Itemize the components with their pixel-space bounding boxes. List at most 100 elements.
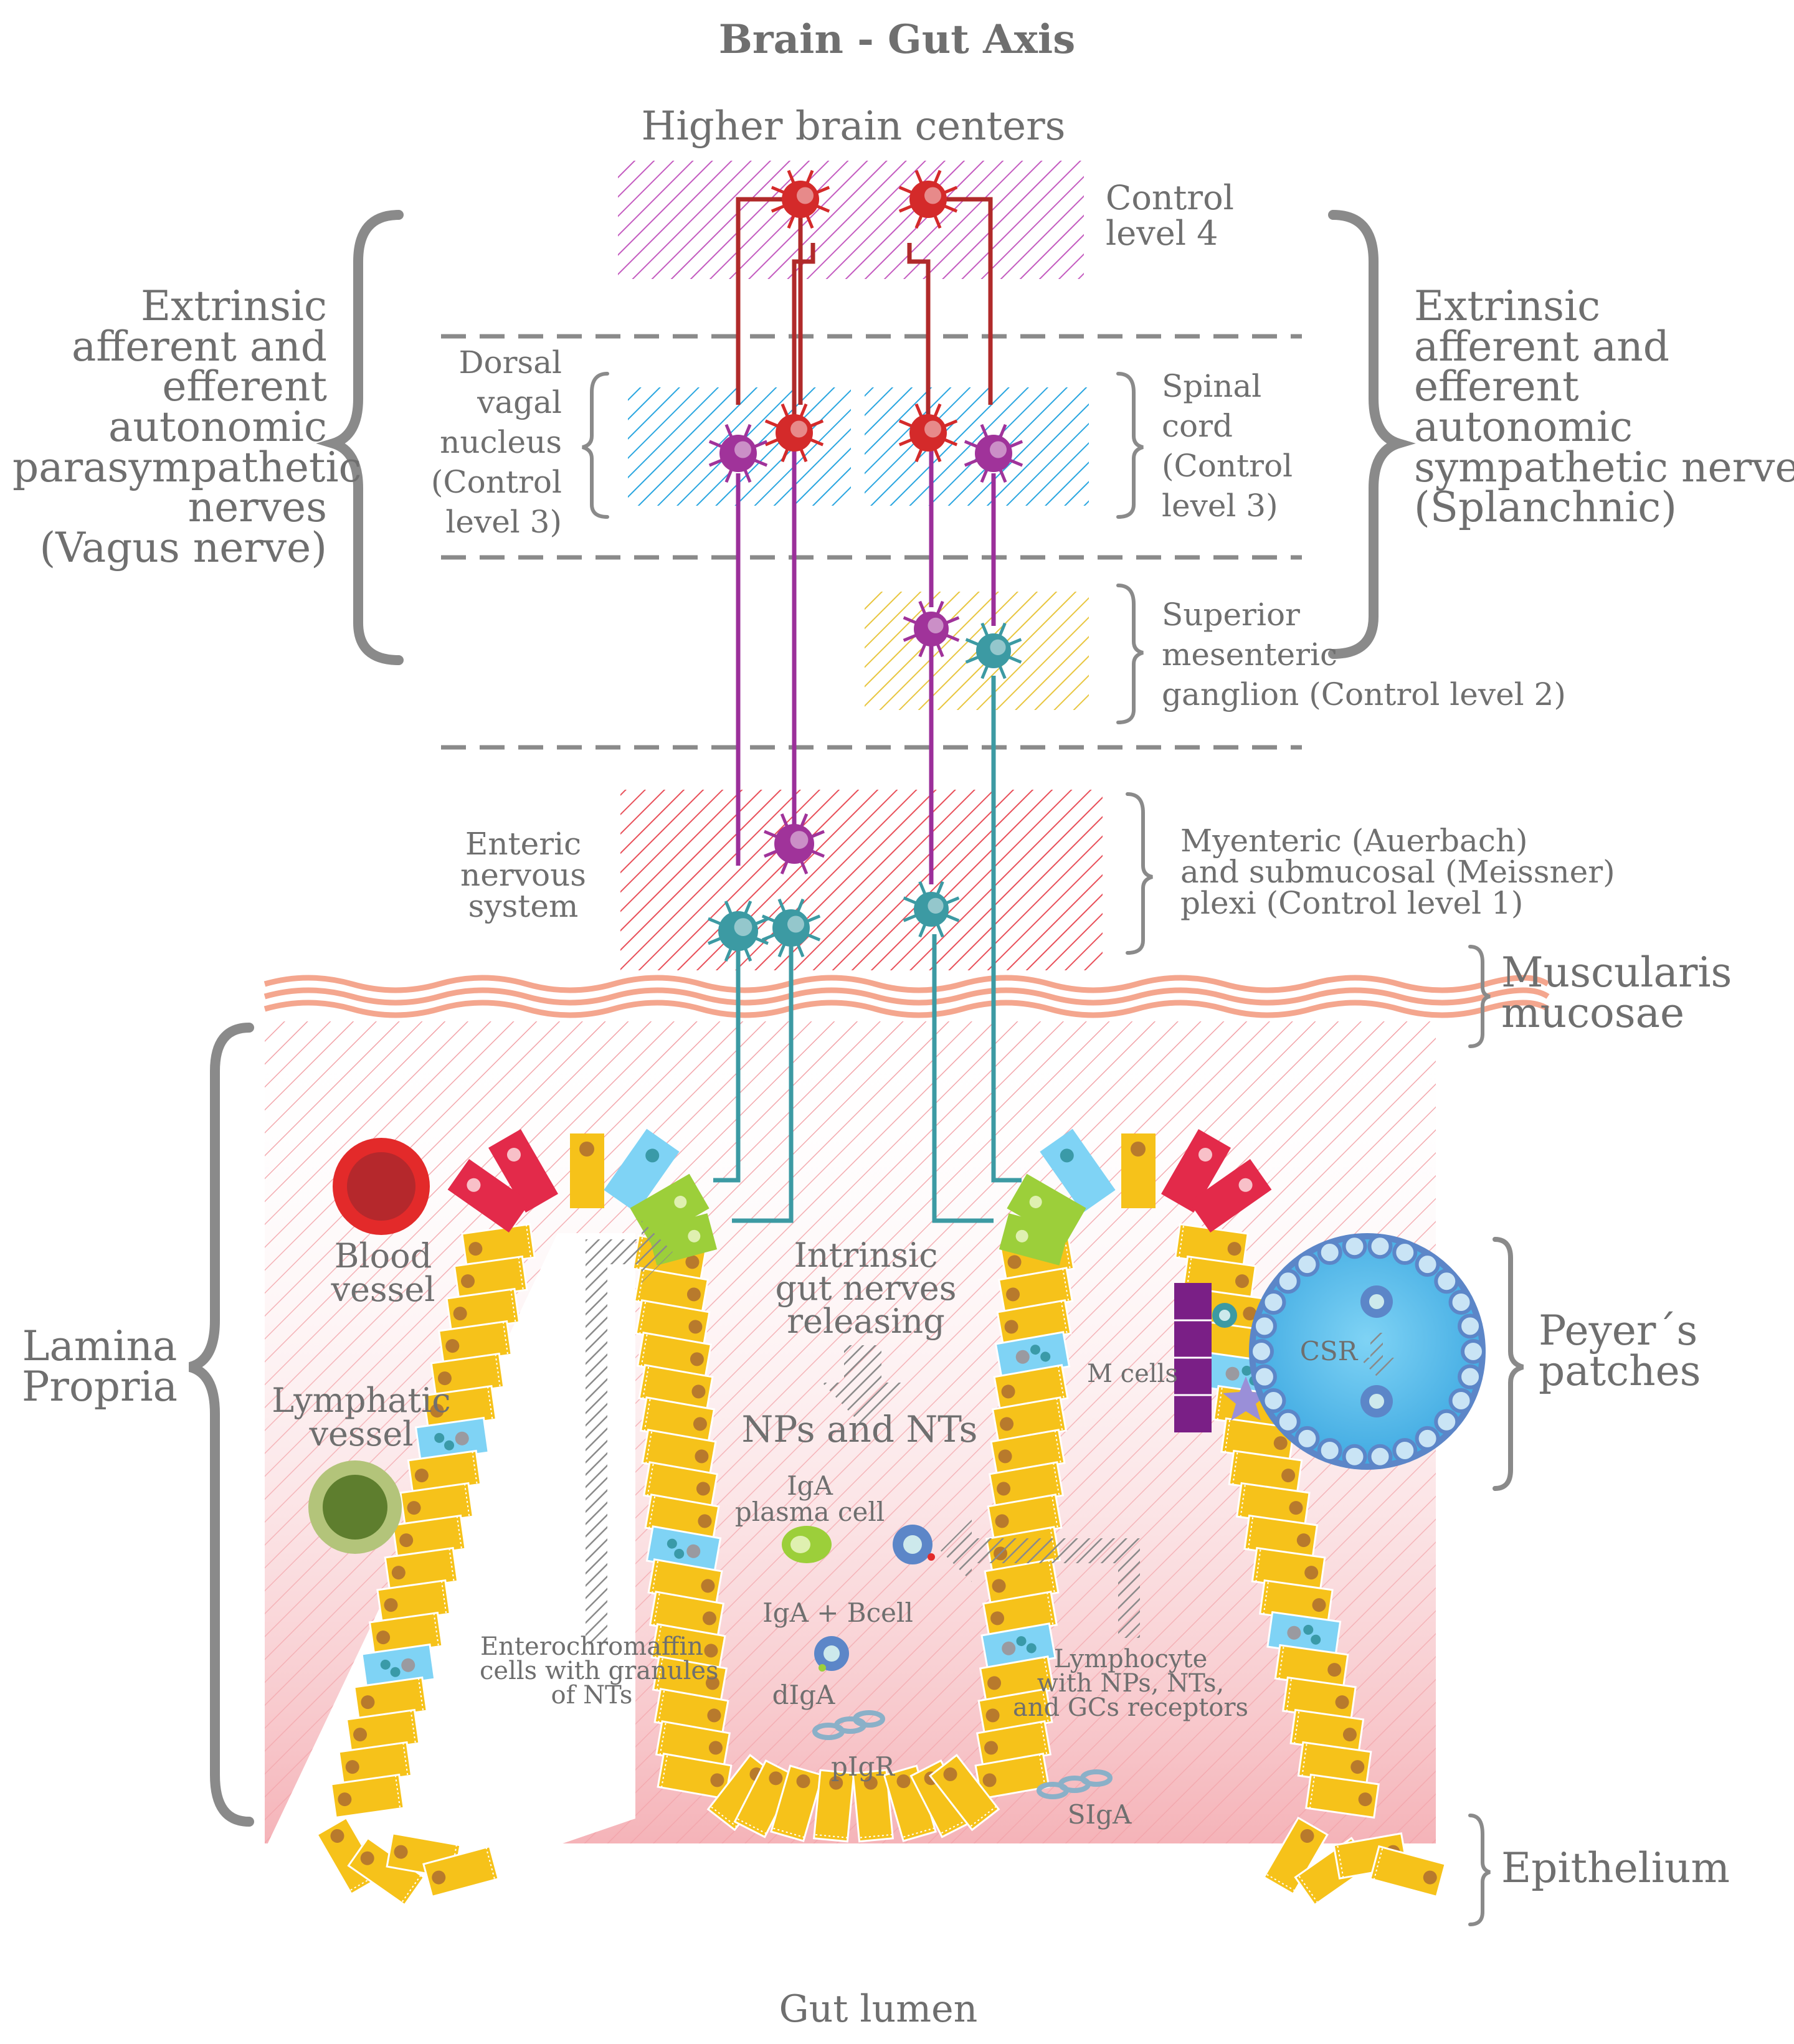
muscularis-mucosae	[263, 975, 1550, 1018]
plexi-line-3: plexi (Control level 1)	[1180, 885, 1524, 921]
lamina-propria-label: Lamina Propria	[12, 1326, 187, 1407]
purple-neuron	[764, 813, 825, 874]
epithelial-cell	[770, 1764, 824, 1842]
peyers-follicle-cell	[1434, 1269, 1459, 1294]
spinal-line-4: level 3)	[1162, 488, 1278, 524]
enterochromaffin-line-3: of NTs	[551, 1681, 633, 1710]
right-extrinsic-line-5: sympathetic nerves	[1414, 443, 1794, 491]
nps-nts-label: NPs and NTs	[741, 1408, 978, 1450]
right-extrinsic-line-4: autonomic	[1414, 403, 1633, 452]
control4-line-1: Control	[1106, 178, 1234, 217]
epithelium-label: Epithelium	[1501, 1844, 1730, 1892]
spinal-brace	[1116, 372, 1144, 519]
peyers-follicle-cell	[1392, 1437, 1418, 1463]
peyers-follicle-cell	[1342, 1444, 1367, 1469]
epithelial-cell	[422, 1845, 500, 1898]
intrinsic-line-2: gut nerves	[775, 1268, 957, 1308]
peyers-follicle-cell	[1367, 1234, 1393, 1259]
lymphatic-vessel-label: Lymphatic vessel	[268, 1384, 455, 1451]
left-extrinsic-line-3: efferent	[162, 362, 327, 411]
plexi-line-2: and submucosal (Meissner)	[1180, 854, 1615, 890]
muscularis-label: Muscularis mucosae	[1501, 949, 1732, 1037]
neurons	[708, 169, 1023, 962]
mesenteric-line-3: ganglion (Control level 2)	[1162, 676, 1566, 712]
purple-neuron	[903, 600, 960, 658]
left-extrinsic-line-1: Extrinsic	[140, 282, 327, 330]
right-extrinsic-line-3: efferent	[1414, 362, 1579, 411]
enteric-line-1: Enteric	[465, 826, 582, 862]
epithelial-cell	[1228, 1449, 1303, 1495]
epithelial-cell	[384, 1546, 459, 1592]
lymphocyte-label: Lymphocyte with NPs, NTs, and GCs recept…	[1009, 1647, 1252, 1721]
csr-label: CSR	[1299, 1336, 1358, 1366]
peyers-follicle-cell	[1317, 1240, 1342, 1266]
nps-nts-arrow	[822, 1345, 903, 1426]
left-extrinsic-brace	[316, 210, 404, 665]
control-level-4-box	[618, 161, 1084, 279]
peyers-follicle-cell	[1261, 1388, 1286, 1414]
lymphocyte-line-2: with NPs, NTs,	[1037, 1669, 1225, 1698]
lymphatic-line-2: vessel	[309, 1414, 414, 1454]
peyers-follicle-cell	[1392, 1240, 1418, 1266]
enterochromaffin-label: Enterochromaffin cells with granules of …	[480, 1632, 719, 1710]
peyers-follicle-cell	[1275, 1269, 1301, 1294]
lymphocyte-arrow	[941, 1520, 1140, 1638]
peyers-follicle-cell	[1251, 1313, 1277, 1339]
lymphatic-line-1: Lymphatic	[272, 1381, 451, 1420]
spinal-line-3: (Control	[1162, 448, 1293, 484]
m-cells	[1174, 1283, 1269, 1432]
right-extrinsic-label: Extrinsic afferent and efferent autonomi…	[1414, 286, 1794, 528]
red-neuron	[898, 403, 958, 463]
higher-brain-label: Higher brain centers	[641, 103, 1066, 149]
peyers-follicle-cell	[1458, 1313, 1483, 1339]
dorsal-vagal-label: Dorsal vagal nucleus (Control level 3)	[399, 343, 562, 542]
epithelial-cell	[330, 1773, 405, 1819]
control4-line-2: level 4	[1106, 213, 1218, 253]
iga-plasma-line-1: IgA	[787, 1470, 833, 1501]
mesenteric-brace	[1116, 584, 1144, 724]
spinal-line-2: cord	[1162, 408, 1233, 444]
epithelial-cell	[1263, 1816, 1329, 1896]
peyers-follicle-cell	[1249, 1339, 1274, 1364]
dorsal-vagal-line-5: level 3)	[445, 504, 562, 540]
superior-mesenteric-label: Superior mesenteric ganglion (Control le…	[1162, 595, 1566, 714]
peyers-label: Peyer´s patches	[1539, 1307, 1701, 1395]
intrinsic-line-1: Intrinsic	[794, 1236, 938, 1275]
left-extrinsic-line-7: (Vagus nerve)	[39, 524, 327, 572]
epithelial-cell	[407, 1449, 482, 1495]
epithelium-brace	[1468, 1814, 1491, 1926]
epithelial-cell	[929, 1754, 1000, 1832]
sigA-label: SIgA	[1067, 1799, 1132, 1830]
left-extrinsic-line-2: afferent and	[71, 322, 327, 371]
muscularis-line-2: mucosae	[1501, 988, 1685, 1037]
diga-molecule	[812, 1710, 885, 1740]
spinal-line-1: Spinal	[1162, 368, 1262, 404]
peyers-brace	[1493, 1237, 1524, 1491]
epithelial-cell	[1282, 1676, 1357, 1722]
dorsal-vagal-line-2: vagal	[477, 384, 562, 420]
blood-vessel-line-2: vessel	[331, 1270, 435, 1309]
enterochromaffin-line-1: Enterochromaffin	[480, 1632, 704, 1661]
peyers-line-1: Peyer´s	[1539, 1307, 1698, 1355]
dashed-separators	[441, 334, 1302, 750]
epithelial-cell	[974, 1753, 1050, 1800]
gut-lumen-label: Gut lumen	[779, 1987, 978, 2031]
peyers-follicle-cell	[1342, 1234, 1367, 1259]
peyers-follicle-cell	[1415, 1252, 1440, 1277]
epithelial-cell	[391, 1514, 467, 1560]
epithelial-cell	[657, 1753, 733, 1800]
epithelial-cell	[852, 1769, 894, 1843]
enteric-label: Enteric nervous system	[430, 828, 617, 922]
intrinsic-line-3: releasing	[787, 1301, 945, 1341]
muscularis-line-1: Muscularis	[1501, 949, 1732, 996]
dorsal-vagal-line-4: (Control	[430, 464, 562, 500]
peyers-follicle-cell	[1434, 1409, 1459, 1434]
purple-neuron	[964, 423, 1023, 483]
plexi-label: Myenteric (Auerbach) and submucosal (Mei…	[1180, 825, 1615, 919]
braces	[188, 210, 1524, 1926]
peyers-follicle-cell	[1448, 1388, 1474, 1414]
iga-bcell-label: IgA + Bcell	[762, 1597, 913, 1628]
lymphocyte-line-3: and GCs receptors	[1012, 1693, 1248, 1723]
peyers-line-2: patches	[1539, 1346, 1701, 1395]
neural-circuits	[713, 197, 1022, 1223]
